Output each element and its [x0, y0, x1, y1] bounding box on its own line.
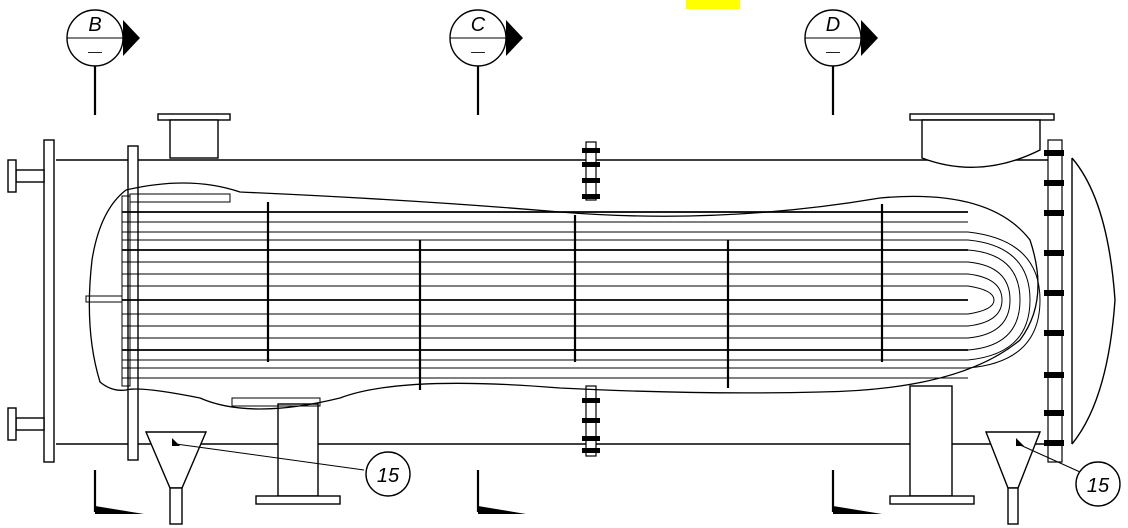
shell [56, 157, 1116, 445]
section-lines [93, 62, 835, 512]
callout-15-right: 15 [1017, 443, 1121, 507]
callout-15-left: 15 [175, 443, 411, 497]
highlight-mark [686, 0, 740, 9]
section-marker-d: D — [804, 9, 878, 67]
section-letter: C [471, 14, 486, 36]
section-sub: — [470, 43, 486, 59]
cutaway-outline [88, 182, 1039, 410]
section-letter: D [826, 14, 840, 36]
section-sub: — [87, 43, 103, 59]
callout-label: 15 [377, 465, 400, 487]
baffles [266, 202, 884, 390]
top-nozzles [157, 113, 1055, 169]
callout-label: 15 [1087, 475, 1110, 497]
section-marker-b: B — [66, 9, 140, 67]
section-letter: B [88, 14, 101, 36]
u-bends [967, 231, 1041, 369]
right-flange [1047, 139, 1063, 463]
tube-bundle [122, 211, 968, 379]
section-marker-c: C — [449, 9, 523, 67]
mid-bolts [582, 148, 600, 453]
section-sub: — [825, 43, 841, 59]
section-arrows [95, 506, 882, 514]
supports [255, 385, 975, 505]
mid-flange [585, 141, 597, 457]
right-bolts [1044, 150, 1064, 446]
tubesheet [85, 193, 321, 407]
left-flanges [7, 139, 139, 463]
